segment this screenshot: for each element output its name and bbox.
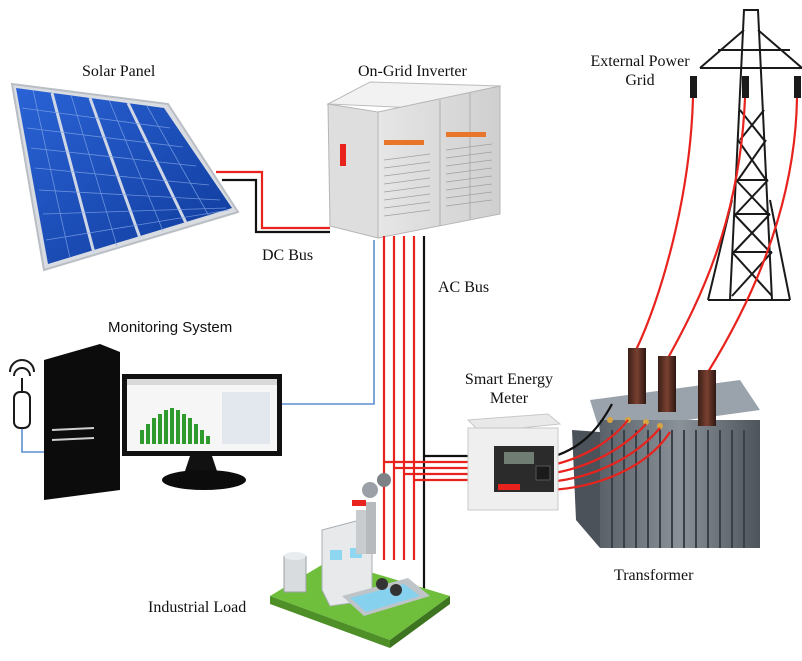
dc-bus-label: DC Bus [262,247,314,264]
factory-icon [270,473,450,648]
dc-bus-cables [216,170,330,234]
ac-bus-label: AC Bus [438,279,490,296]
grid-cables [635,97,799,373]
meter-label: Smart Energy Meter [444,370,574,408]
ac-bus-cables [382,236,470,590]
meter-label-line2: Meter [489,390,529,407]
grid-label: External Power Grid [574,52,706,90]
grid-label-line2: Grid [625,72,655,89]
solar-panel-label: Solar Panel [82,63,156,80]
monitor-icon [122,374,282,490]
industrial-load-label: Industrial Load [148,599,247,616]
grid-label-line1: External Power [590,53,690,70]
transformer-icon [572,348,760,548]
wifi-antenna-icon [9,359,35,429]
solar-panel-icon [10,82,240,272]
meter-label-line1: Smart Energy [464,371,554,388]
computer-tower-icon [44,344,120,500]
communication-lines [21,240,375,453]
inverter-cabinet-icon [326,81,502,239]
inverter-label: On-Grid Inverter [358,63,467,80]
transformer-label: Transformer [614,567,694,584]
smart-meter-icon [466,413,562,511]
monitoring-label: Monitoring System [108,319,233,336]
